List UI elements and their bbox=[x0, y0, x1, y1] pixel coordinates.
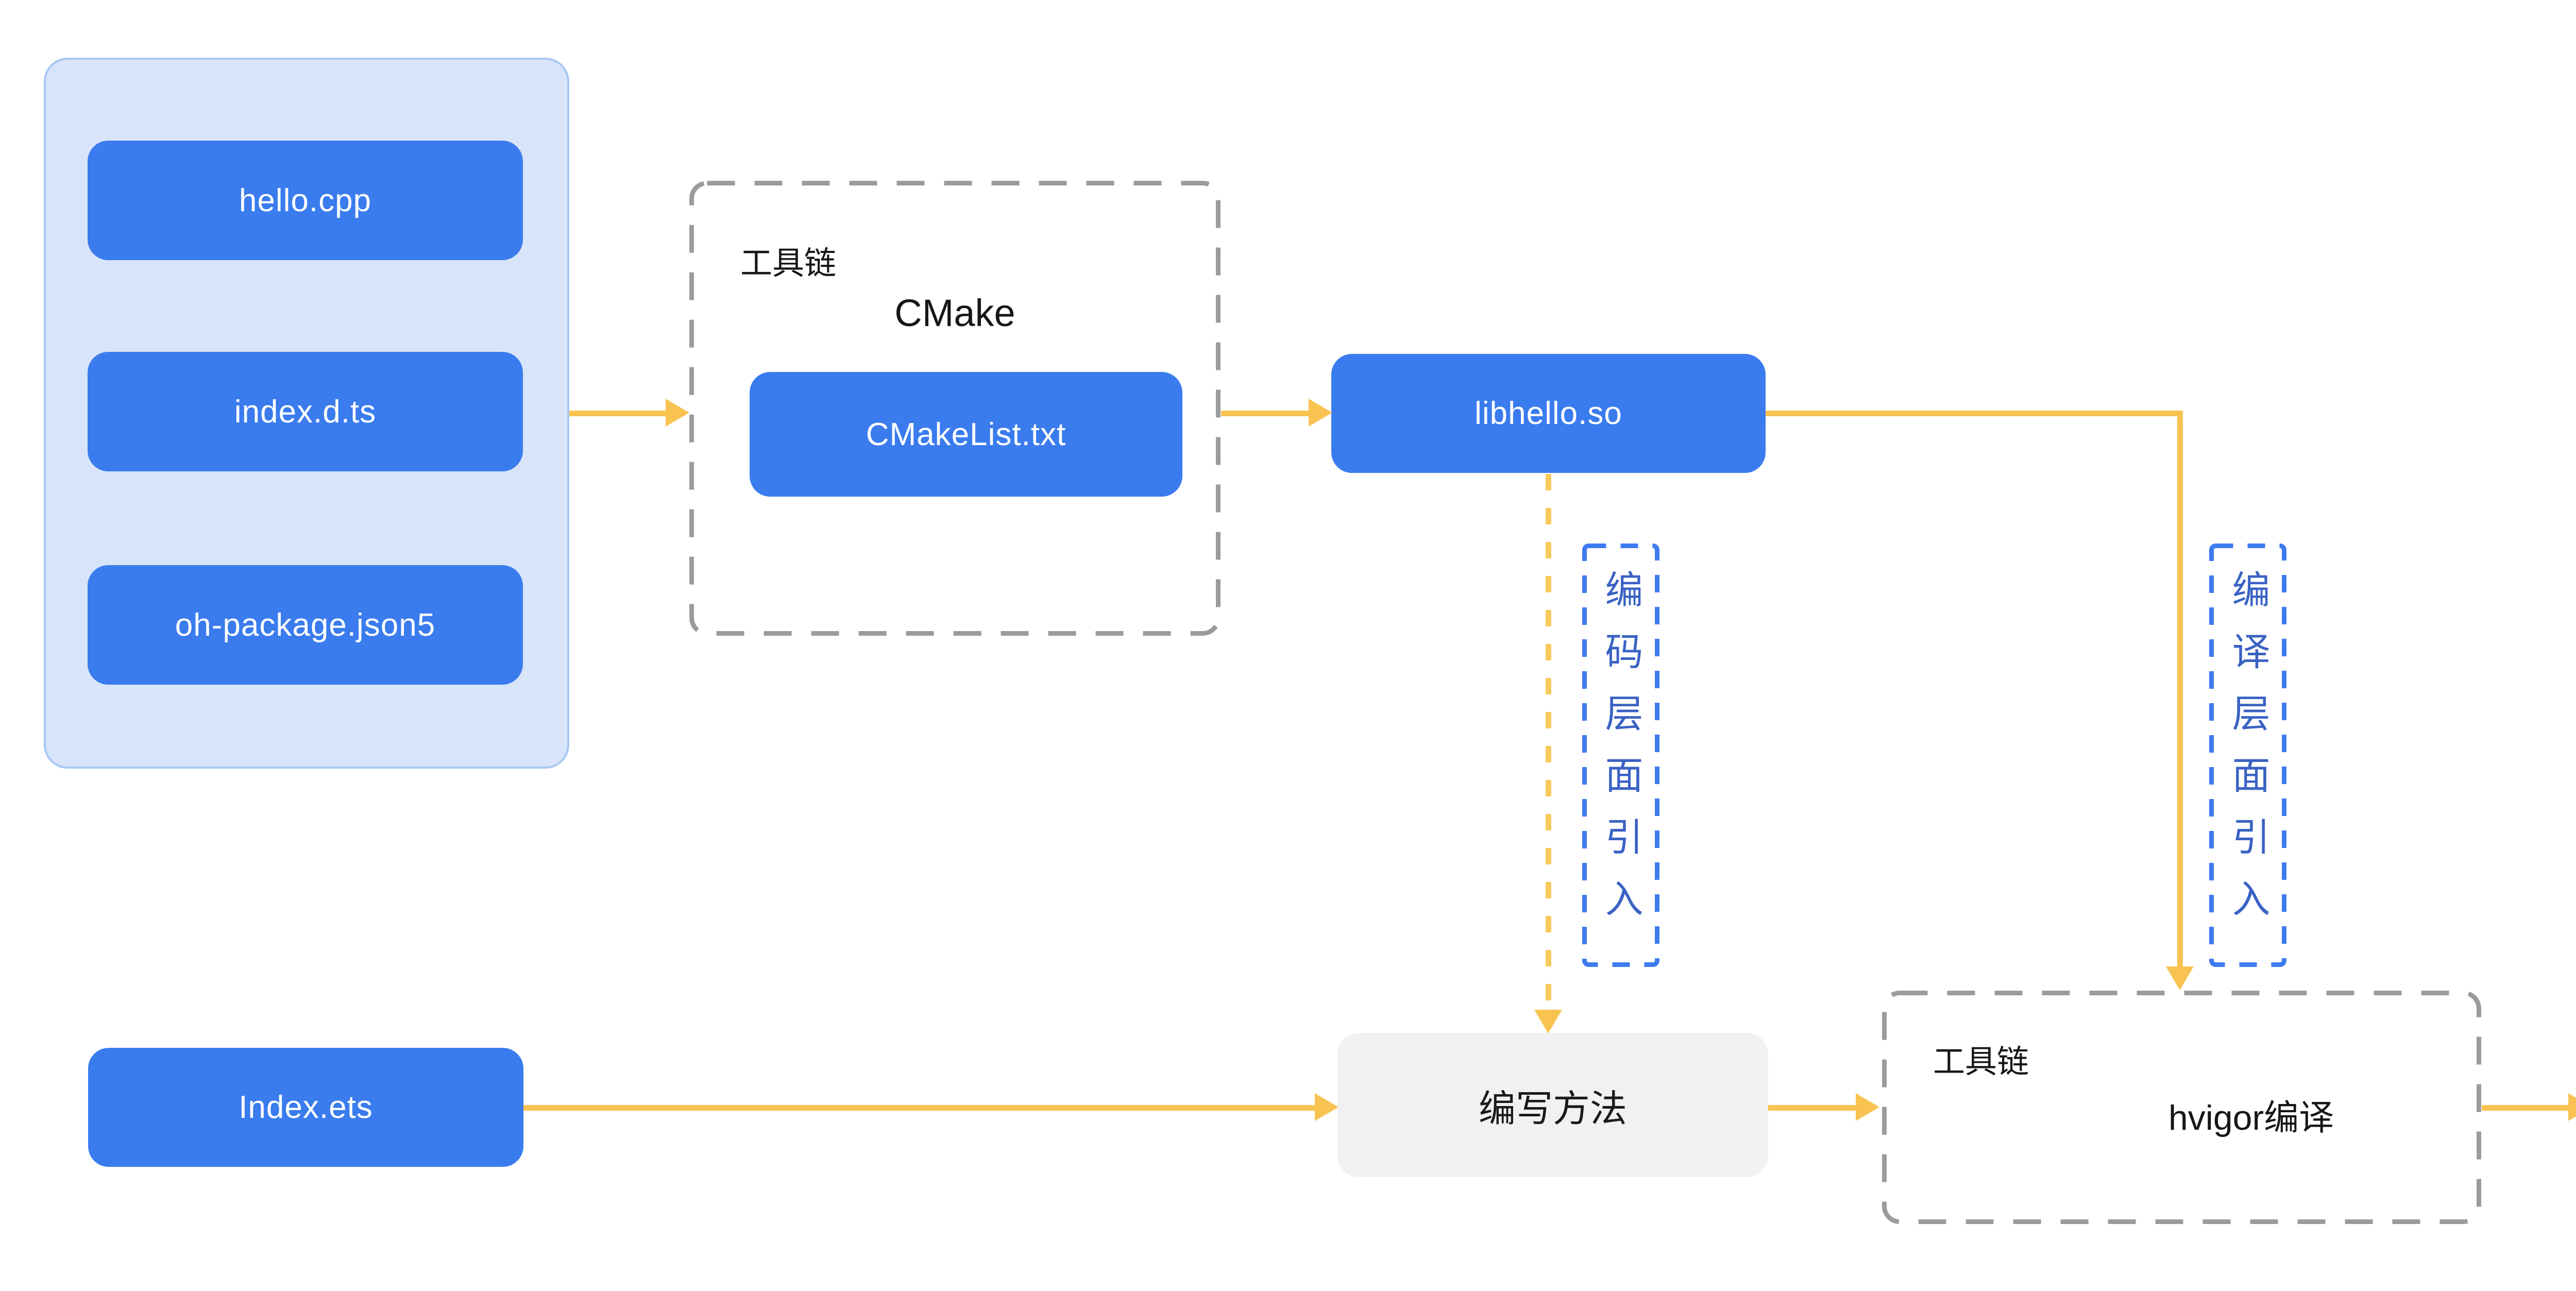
arrow-indexets-to-write-line bbox=[523, 1105, 1316, 1111]
hvigor-box-title: 工具链 bbox=[1933, 1044, 2029, 1080]
dashed-border bbox=[689, 181, 1221, 636]
arrow-hvigor-to-hap-head bbox=[2568, 1093, 2576, 1121]
arrow-panel-to-cmake-head bbox=[666, 399, 689, 427]
arrow-panel-to-cmake-line bbox=[569, 411, 667, 416]
connector-libhello-to-hvigor-vline bbox=[2177, 411, 2183, 967]
hvigor-toolchain-box: 工具链 hvigor编译 bbox=[1882, 990, 2482, 1225]
arrow-cmake-to-libhello-head bbox=[1309, 399, 1332, 427]
compile-level-label: 编译层面引入 bbox=[2209, 543, 2286, 967]
cmake-toolchain-box: 工具链 CMake bbox=[689, 180, 1221, 636]
coding-level-label: 编码层面引入 bbox=[1582, 543, 1659, 967]
cmake-box-title: 工具链 bbox=[740, 246, 837, 281]
arrow-cmake-to-libhello-line bbox=[1221, 411, 1310, 416]
node-index-ets: Index.ets bbox=[88, 1048, 523, 1167]
node-write-method: 编写方法 bbox=[1337, 1033, 1768, 1177]
node-hello-cpp: hello.cpp bbox=[88, 141, 523, 260]
coding-level-label-text: 编码层面引入 bbox=[1600, 570, 1642, 941]
connector-libhello-to-hvigor-hline bbox=[1766, 411, 2183, 416]
arrow-indexets-to-write-head bbox=[1315, 1093, 1338, 1121]
arrow-write-to-hvigor-head bbox=[1856, 1093, 1879, 1121]
dashed-connector-libhello-to-write-head bbox=[1534, 1010, 1562, 1033]
cmake-tool-name: CMake bbox=[894, 292, 1015, 334]
node-libhello-so: libhello.so bbox=[1331, 354, 1766, 473]
dashed-border bbox=[1882, 991, 2481, 1224]
compile-level-label-text: 编译层面引入 bbox=[2227, 570, 2269, 941]
arrow-write-to-hvigor-line bbox=[1768, 1105, 1857, 1111]
arrow-hvigor-to-hap-line bbox=[2482, 1105, 2569, 1111]
node-oh-package-json5: oh-package.json5 bbox=[88, 565, 523, 685]
connector-libhello-to-hvigor-head bbox=[2166, 966, 2194, 990]
dashed-connector-libhello-to-write-line bbox=[1546, 474, 1551, 1010]
dashed-border bbox=[2209, 543, 2286, 967]
node-cmakelist-txt: CMakeList.txt bbox=[750, 372, 1182, 497]
node-index-d-ts: index.d.ts bbox=[88, 352, 523, 471]
dashed-border bbox=[1582, 543, 1659, 967]
hvigor-compile-label: hvigor编译 bbox=[2168, 1098, 2334, 1137]
